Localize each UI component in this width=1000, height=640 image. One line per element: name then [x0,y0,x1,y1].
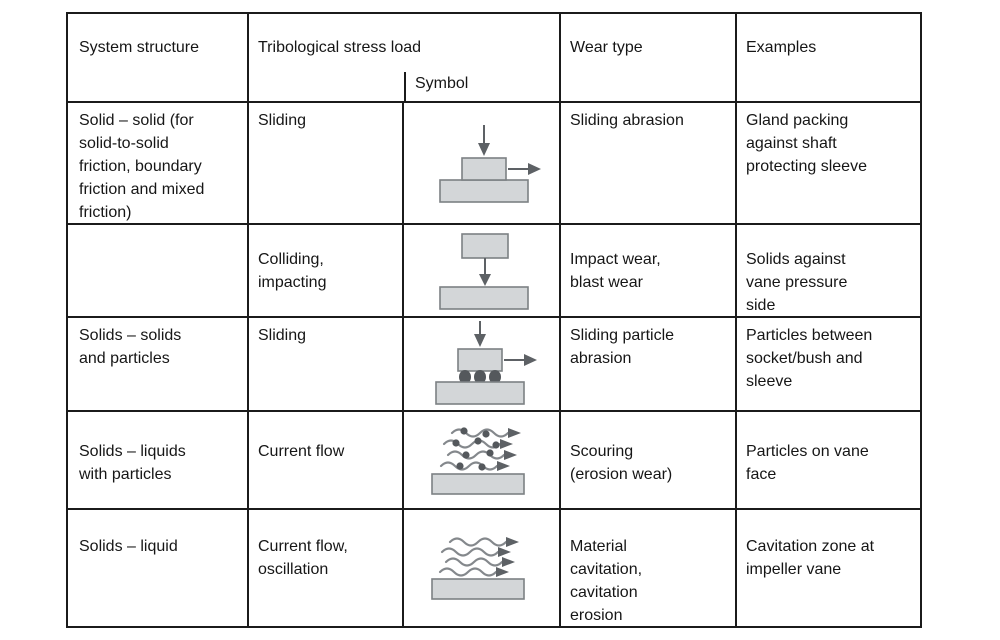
pressed-sliding-block-icon [438,125,541,203]
wear-type-text: Sliding abrasion [570,112,684,129]
cell-examples: Cavitation zone at impeller vane [737,510,920,626]
cell-stress-load: Current flow [249,412,404,510]
cell-symbol [404,103,561,225]
cell-examples: Solids against vane pressure side [737,225,920,318]
cell-symbol [404,225,561,318]
header-stress-load-label: Tribological stress load [258,39,422,56]
stress-load-text: Colliding, impacting [258,251,327,291]
system-structure-text: Solid – solid (for solid-to-solid fricti… [79,112,205,221]
header-cell-tribological-stress-load: Tribological stress load Symbol [249,14,561,103]
stress-load-text: Sliding [258,112,307,129]
cell-system-structure: Solids – liquids with particles [68,412,249,510]
sliding-block-on-particles-icon [434,321,537,405]
examples-text: Gland packing against shaft protecting s… [746,112,867,175]
cell-symbol [404,318,561,412]
system-structure-text: Solids – solids and particles [79,327,182,367]
cell-system-structure [68,225,249,318]
stress-load-text: Current flow, oscillation [258,538,348,578]
cell-stress-load: Sliding [249,318,404,412]
particle-flow-over-surface-icon [430,427,525,495]
wave-flow-over-surface-icon [430,537,525,600]
cell-examples: Particles on vane face [737,412,920,510]
cell-stress-load: Sliding [249,103,404,225]
header-wear-type-label: Wear type [570,39,643,56]
cell-stress-load: Current flow, oscillation [249,510,404,626]
stress-load-text: Sliding [258,327,307,344]
cell-examples: Gland packing against shaft protecting s… [737,103,920,225]
cell-wear-type: Sliding abrasion [561,103,737,225]
system-structure-text: Solids – liquids with particles [79,443,186,483]
header-cell-wear-type: Wear type [561,14,737,103]
examples-text: Cavitation zone at impeller vane [746,538,875,578]
header-system-structure-label: System structure [79,39,200,56]
header-symbol-label: Symbol [415,75,469,92]
header-examples-label: Examples [746,39,817,56]
cell-wear-type: Sliding particle abrasion [561,318,737,412]
cell-symbol [404,412,561,510]
wear-table: System structure Tribological stress loa… [66,12,922,628]
wear-type-text: Scouring (erosion wear) [570,443,673,483]
cell-wear-type: Impact wear, blast wear [561,225,737,318]
header-cell-symbol: Symbol [404,72,468,101]
cell-wear-type: Material cavitation, cavitation erosion [561,510,737,626]
wear-type-text: Impact wear, blast wear [570,251,661,291]
impacting-block-icon [438,232,529,310]
cell-symbol [404,510,561,626]
cell-system-structure: Solids – solids and particles [68,318,249,412]
stress-load-text: Current flow [258,443,345,460]
cell-examples: Particles between socket/bush and sleeve [737,318,920,412]
cell-system-structure: Solid – solid (for solid-to-solid fricti… [68,103,249,225]
wear-type-text: Material cavitation, cavitation erosion [570,538,643,624]
header-cell-examples: Examples [737,14,920,103]
examples-text: Particles on vane face [746,443,869,483]
examples-text: Particles between socket/bush and sleeve [746,327,873,390]
system-structure-text: Solids – liquid [79,538,178,555]
cell-wear-type: Scouring (erosion wear) [561,412,737,510]
examples-text: Solids against vane pressure side [746,251,848,314]
cell-system-structure: Solids – liquid [68,510,249,626]
header-cell-system-structure: System structure [68,14,249,103]
cell-stress-load: Colliding, impacting [249,225,404,318]
wear-type-text: Sliding particle abrasion [570,327,675,367]
